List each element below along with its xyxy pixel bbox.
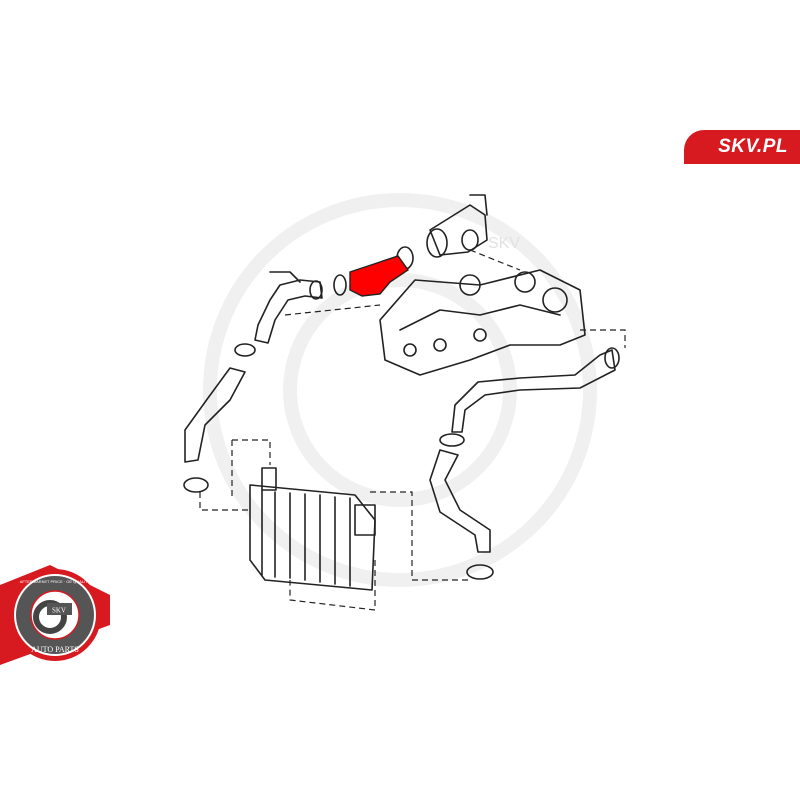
hose-clamp — [333, 274, 347, 296]
hose-clamp — [466, 564, 494, 580]
badge-center-text: SKV — [52, 607, 66, 615]
badge-bottom-text: AUTO PARTS — [31, 645, 79, 654]
leader-lines — [199, 249, 626, 611]
skv-brand-tag[interactable]: SKV.PL — [684, 130, 800, 164]
badge-top-text: AFTERMARKET PRICE · OE QUALITY — [20, 579, 91, 584]
lower-right-hose — [429, 449, 491, 553]
intercooler — [249, 467, 376, 591]
hose-clamp — [604, 347, 620, 369]
upper-left-hose — [254, 279, 323, 344]
hose-clamp — [439, 433, 465, 447]
skv-auto-parts-badge: SKV AFTERMARKET PRICE · OE QUALITY AUTO … — [0, 565, 110, 665]
right-charge-hose — [451, 349, 616, 433]
left-charge-hose — [184, 367, 246, 463]
throttle-body — [426, 194, 488, 258]
highlighted-turbo-hose[interactable] — [349, 255, 409, 297]
engine-cylinder-head — [379, 269, 586, 376]
hose-clamp — [183, 477, 209, 493]
hose-clamp — [234, 343, 256, 357]
watermark-text: SKV — [488, 235, 520, 252]
watermark-gear — [203, 193, 597, 587]
brand-site-label: SKV.PL — [718, 136, 788, 157]
